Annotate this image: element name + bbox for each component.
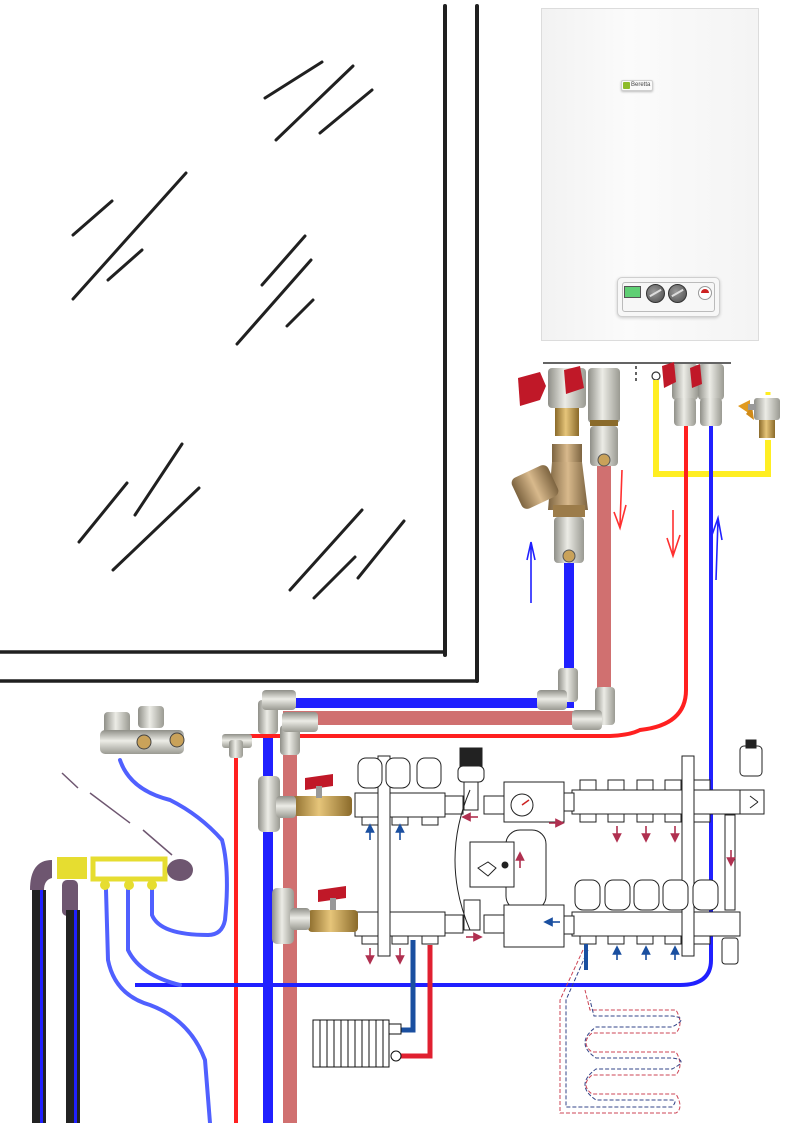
boiler-red-supply-line <box>234 420 688 1123</box>
actuator <box>692 879 719 911</box>
tee-fitting-red <box>222 734 252 758</box>
elbow-fitting-blue-right <box>537 668 578 710</box>
gas-ball-valve[interactable] <box>738 398 780 438</box>
radiator <box>312 1019 402 1068</box>
underfloor-heating-loop <box>559 949 682 1114</box>
return-manifold-bar-left <box>354 911 446 937</box>
elbow-fitting-pale-right <box>572 687 615 730</box>
manifold-supply-ball-valve[interactable] <box>292 774 352 816</box>
supply-manifold-bar-right <box>571 789 741 815</box>
actuator <box>385 757 411 789</box>
actuator <box>604 879 631 911</box>
radiator-supply-pipe <box>400 945 433 1059</box>
glass-reflection-marks <box>71 60 406 600</box>
supply-manifold-bar-left <box>354 792 446 818</box>
thermostatic-head <box>459 747 483 769</box>
wall-plate-elbows <box>100 706 185 754</box>
manifold-tee-fitting-bottom <box>272 888 310 944</box>
flow-arrow-up-blue <box>711 514 723 581</box>
flow-arrow-down-red <box>666 510 681 559</box>
return-manifold-bar-right <box>571 911 741 937</box>
flow-arrow-down-pale <box>613 469 627 531</box>
manifold-flow-arrows <box>365 812 736 965</box>
radiator-valve-bottom <box>390 1050 402 1062</box>
actuator <box>357 757 383 789</box>
boiler-left-ball-valve[interactable] <box>518 366 586 436</box>
manifold-tee-fitting-top <box>258 776 296 832</box>
boiler-blue-return-line <box>135 420 713 987</box>
actuator <box>574 879 601 911</box>
actuator <box>416 757 442 789</box>
manifold-return-ball-valve[interactable] <box>308 886 358 932</box>
boiler-display <box>624 286 641 298</box>
actuator <box>633 879 660 911</box>
actuator <box>662 879 689 911</box>
manifold-bracket-right <box>681 755 695 957</box>
window <box>0 4 479 683</box>
boiler-brand-label: Beretta <box>631 82 651 88</box>
radiator-valve-top <box>388 1023 402 1035</box>
pressure-gauge-icon <box>698 286 712 300</box>
boiler-heating-return-valve[interactable] <box>690 364 724 426</box>
manifold-bracket-left <box>377 755 391 957</box>
mixing-unit-bottom <box>503 904 565 948</box>
flow-arrows <box>526 469 723 603</box>
flow-arrow-up-blue-left <box>526 541 536 603</box>
bypass-pipe <box>724 814 736 911</box>
compression-fitting <box>590 426 618 467</box>
boiler-brand-badge: Beretta <box>621 80 653 91</box>
radiator-return-pipe <box>400 940 416 1033</box>
boiler-control-panel <box>617 277 720 317</box>
elbow-fitting-pale-left <box>280 712 318 755</box>
y-strainer-filter <box>511 444 588 517</box>
gas-manifold <box>30 856 193 916</box>
automatic-air-vent <box>739 745 763 777</box>
hot-water-temperature-knob[interactable] <box>668 284 687 303</box>
blue-return-pipe <box>263 520 574 1123</box>
heating-temperature-knob[interactable] <box>646 284 665 303</box>
filter-outlet-fitting <box>554 517 584 563</box>
manifold-assembly <box>354 739 765 965</box>
gas-dashed-lines <box>61 772 173 856</box>
gas-risers <box>32 890 80 1123</box>
hand-drawn-blue-lines <box>104 758 229 1123</box>
boiler-right-ball-valve[interactable] <box>588 368 620 426</box>
elbow-fitting-blue-left <box>258 690 296 734</box>
brand-logo-icon <box>623 82 630 89</box>
boiler-mounting-rail <box>543 362 731 382</box>
